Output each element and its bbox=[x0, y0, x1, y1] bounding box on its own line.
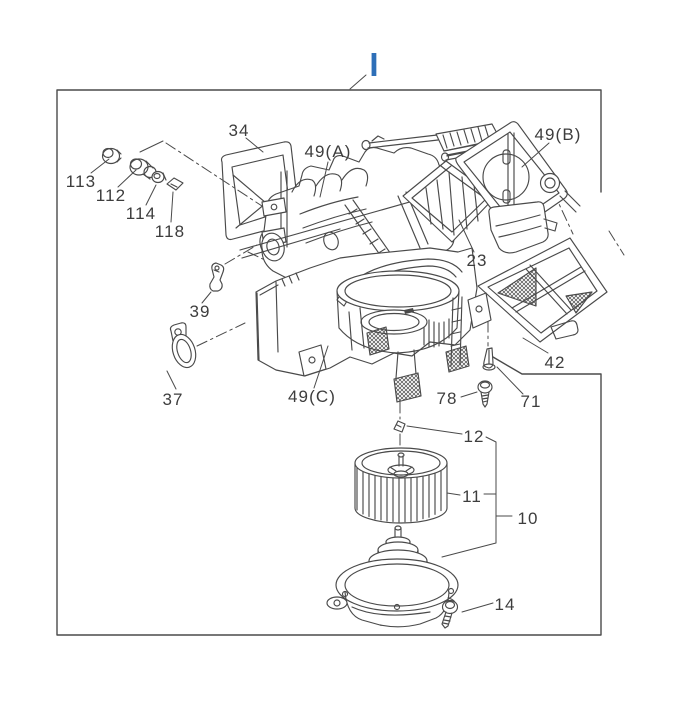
part-label-14: 14 bbox=[494, 595, 515, 614]
part-11-blower-wheel bbox=[354, 447, 448, 524]
small-parts-group-line bbox=[139, 140, 164, 153]
part-label-118: 118 bbox=[155, 222, 185, 241]
part-label-49b: 49(B) bbox=[534, 125, 581, 144]
part-14-screw bbox=[441, 599, 459, 629]
part-49b-duct-funnel bbox=[488, 201, 558, 254]
figure-reference-leader bbox=[349, 74, 367, 90]
part-49c-blower-case bbox=[255, 247, 492, 403]
part-label-10: 10 bbox=[517, 509, 538, 528]
part-42-air-filter bbox=[477, 237, 608, 343]
part-label-34: 34 bbox=[228, 121, 249, 140]
part-118-clip bbox=[166, 177, 184, 191]
part-113-bushing bbox=[101, 147, 122, 165]
part-39-lever bbox=[209, 262, 225, 292]
part-label-23: 23 bbox=[466, 251, 487, 270]
part-number-labels: 34 49(A) 49(B) 113 112 114 118 23 42 39 … bbox=[66, 121, 581, 614]
part-10-group-bracket bbox=[441, 436, 513, 558]
part-label-49a: 49(A) bbox=[304, 142, 351, 161]
label-leader-lines bbox=[90, 137, 550, 613]
part-label-78: 78 bbox=[436, 389, 457, 408]
part-114-grommet bbox=[151, 170, 167, 184]
blower-motor bbox=[326, 525, 459, 628]
figure-reference-label: I bbox=[369, 46, 378, 83]
part-label-114: 114 bbox=[126, 204, 156, 223]
part-label-11: 11 bbox=[462, 487, 482, 506]
part-label-113: 113 bbox=[66, 172, 96, 191]
part-label-12: 12 bbox=[463, 427, 484, 446]
part-label-39: 39 bbox=[189, 302, 210, 321]
line-drawing bbox=[56, 74, 625, 636]
diagram-frame-border bbox=[56, 89, 602, 636]
part-71-bracket-clip bbox=[482, 347, 496, 371]
part-label-37: 37 bbox=[162, 390, 183, 409]
part-label-49c: 49(C) bbox=[288, 387, 336, 406]
part-label-71: 71 bbox=[520, 392, 541, 411]
part-label-112: 112 bbox=[96, 186, 126, 205]
part-label-42: 42 bbox=[544, 353, 565, 372]
part-37-clamp bbox=[169, 322, 197, 369]
part-78-screw bbox=[477, 380, 493, 408]
part-12-clip bbox=[393, 420, 406, 433]
